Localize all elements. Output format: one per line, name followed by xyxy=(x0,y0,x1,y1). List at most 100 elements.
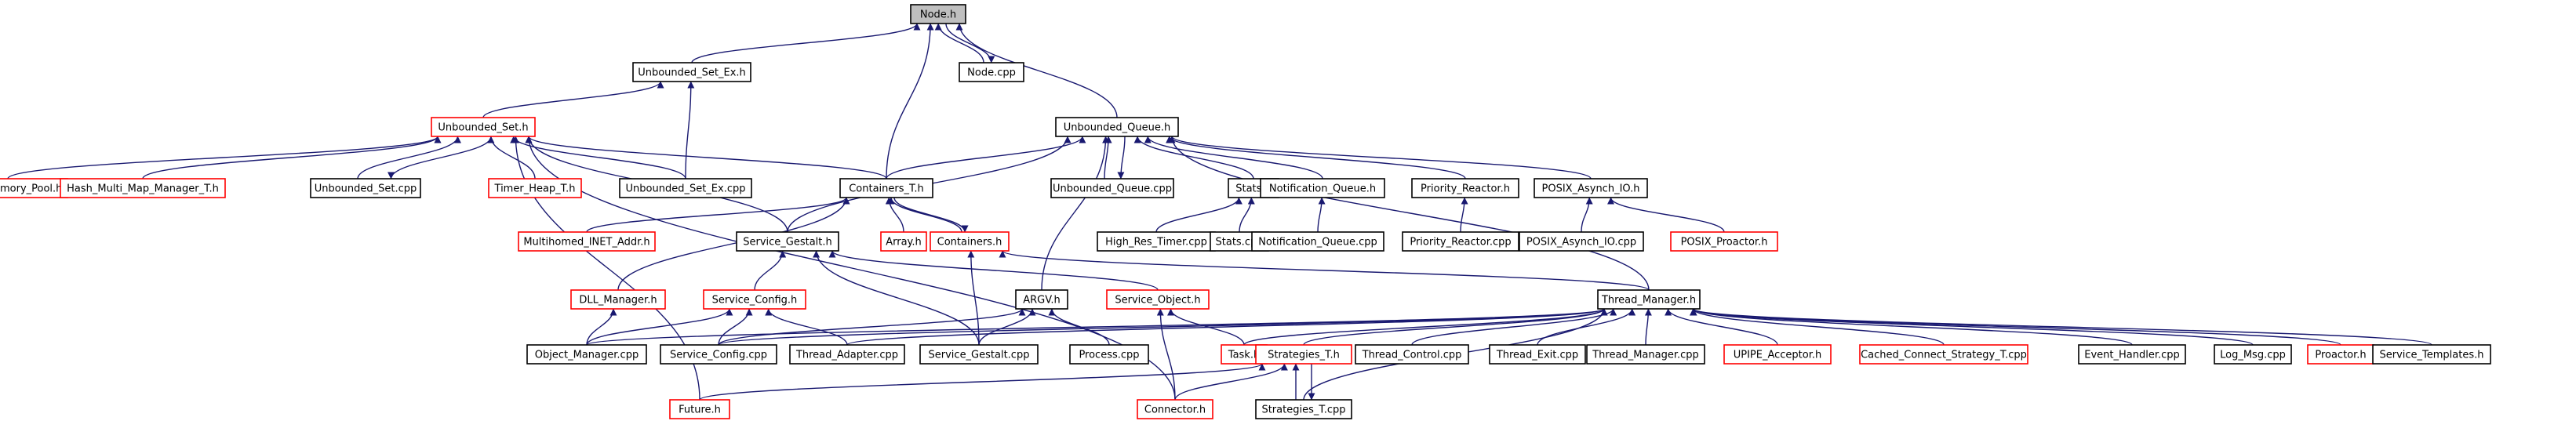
node-box xyxy=(1255,399,1352,419)
node-hash-multi-map-manager-t-h[interactable]: Hash_Multi_Map_Manager_T.h xyxy=(60,178,226,198)
node-box xyxy=(2307,344,2374,365)
node-service-object-h[interactable]: Service_Object.h xyxy=(1106,289,1210,310)
node-strategies-t-h[interactable]: Strategies_T.h xyxy=(1255,344,1352,365)
node-unbounded-queue-h[interactable]: Unbounded_Queue.h xyxy=(1055,117,1179,137)
edge-multihomed-inet-addr-h-to-containers-t-h xyxy=(586,197,850,233)
node-dll-manager-h[interactable]: DLL_Manager.h xyxy=(570,289,666,310)
node-label: Log_Msg.cpp xyxy=(2220,350,2286,361)
node-multihomed-inet-addr-h[interactable]: Multihomed_INET_Addr.h xyxy=(518,231,656,252)
node-label: Future.h xyxy=(679,405,721,416)
edge-stats-h-to-unbounded-queue-h xyxy=(1133,136,1254,180)
node-label: POSIX_Asynch_IO.h xyxy=(1542,183,1640,195)
node-label: Unbounded_Set.cpp xyxy=(315,183,417,195)
node-box xyxy=(619,178,752,198)
edge-containers-t-h-to-unbounded-set-h xyxy=(525,136,887,180)
edge-log-msg-cpp-to-thread-manager-h xyxy=(1690,308,2254,346)
node-box xyxy=(1534,178,1648,198)
node-thread-manager-cpp[interactable]: Thread_Manager.cpp xyxy=(1586,344,1705,365)
node-unbounded-set-cpp[interactable]: Unbounded_Set.cpp xyxy=(310,178,421,198)
node-label: Priority_Reactor.cpp xyxy=(1410,237,1511,249)
node-box xyxy=(1069,344,1149,365)
node-thread-exit-cpp[interactable]: Thread_Exit.cpp xyxy=(1489,344,1586,365)
edge-argv-h-to-unbounded-queue-h xyxy=(1041,136,1110,291)
node-box xyxy=(919,344,1039,365)
node-node-h[interactable]: Node.h xyxy=(910,4,966,24)
node-log-msg-cpp[interactable]: Log_Msg.cpp xyxy=(2214,344,2292,365)
node-posix-proactor-h[interactable]: POSIX_Proactor.h xyxy=(1670,231,1778,252)
node-notification-queue-cpp[interactable]: Notification_Queue.cpp xyxy=(1251,231,1384,252)
edge-unbounded-queue-h-to-unbounded-queue-cpp xyxy=(1117,136,1126,180)
node-timer-heap-t-h[interactable]: Timer_Heap_T.h xyxy=(488,178,582,198)
node-node-cpp[interactable]: Node.cpp xyxy=(959,62,1024,82)
node-label: Proactor.h xyxy=(2315,350,2366,361)
node-box xyxy=(1489,344,1586,365)
node-priority-reactor-h[interactable]: Priority_Reactor.h xyxy=(1411,178,1519,198)
node-label: POSIX_Asynch_IO.cpp xyxy=(1526,237,1636,249)
node-label: Priority_Reactor.h xyxy=(1421,183,1510,195)
edge-containers-t-h-to-containers-h xyxy=(893,197,969,233)
node-label: Unbounded_Set.h xyxy=(438,122,528,134)
node-containers-t-h[interactable]: Containers_T.h xyxy=(839,178,933,198)
node-posix-asynch-io-h[interactable]: POSIX_Asynch_IO.h xyxy=(1534,178,1648,198)
node-label: Strategies_T.h xyxy=(1268,350,1340,361)
node-service-config-h[interactable]: Service_Config.h xyxy=(703,289,806,310)
edge-unbounded-set-ex-cpp-to-unbounded-set-h xyxy=(510,136,686,180)
edge-notification-queue-cpp-to-notification-queue-h xyxy=(1317,197,1326,233)
edge-array-h-to-containers-t-h xyxy=(885,197,904,233)
edge-service-gestalt-cpp-to-service-gestalt-h xyxy=(813,250,980,346)
edge-strategies-t-h-to-thread-manager-h xyxy=(1303,308,1608,346)
node-label: Unbounded_Set_Ex.cpp xyxy=(626,183,746,195)
node-proactor-h[interactable]: Proactor.h xyxy=(2307,344,2374,365)
edge-unbounded-set-cpp-to-unbounded-set-h xyxy=(357,136,461,180)
edge-future-h-to-strategies-t-h xyxy=(699,363,1266,401)
node-notification-queue-h[interactable]: Notification_Queue.h xyxy=(1260,178,1385,198)
node-label: Object_Manager.cpp xyxy=(535,350,639,361)
edge-timer-heap-t-h-to-unbounded-set-h xyxy=(487,136,536,180)
edge-dll-manager-h-to-containers-t-h xyxy=(617,197,850,291)
edge-node-cpp-to-node-h xyxy=(934,23,984,63)
node-future-h[interactable]: Future.h xyxy=(669,399,730,419)
node-upipe-acceptor-h[interactable]: UPIPE_Acceptor.h xyxy=(1723,344,1832,365)
node-label: Unbounded_Queue.h xyxy=(1064,122,1171,134)
node-containers-h[interactable]: Containers.h xyxy=(930,231,1010,252)
edge-object-manager-cpp-to-service-config-h xyxy=(586,308,733,346)
node-service-templates-h[interactable]: Service_Templates.h xyxy=(2372,344,2491,365)
node-label: Thread_Manager.cpp xyxy=(1592,350,1699,361)
node-box xyxy=(930,231,1010,252)
edge-high-res-timer-cpp-to-stats-h xyxy=(1155,197,1243,233)
node-service-gestalt-cpp[interactable]: Service_Gestalt.cpp xyxy=(919,344,1039,365)
node-label: Thread_Control.cpp xyxy=(1362,350,1462,361)
node-object-manager-cpp[interactable]: Object_Manager.cpp xyxy=(526,344,647,365)
edge-containers-h-to-containers-t-h xyxy=(887,197,962,233)
node-array-h[interactable]: Array.h xyxy=(880,231,927,252)
node-service-gestalt-h[interactable]: Service_Gestalt.h xyxy=(736,231,839,252)
node-box xyxy=(789,344,905,365)
node-unbounded-set-ex-cpp[interactable]: Unbounded_Set_Ex.cpp xyxy=(619,178,752,198)
node-argv-h[interactable]: ARGV.h xyxy=(1015,289,1068,310)
node-box xyxy=(1586,344,1705,365)
node-connector-h[interactable]: Connector.h xyxy=(1137,399,1213,419)
node-label: Service_Gestalt.cpp xyxy=(929,350,1030,361)
node-box xyxy=(518,231,656,252)
node-unbounded-queue-cpp[interactable]: Unbounded_Queue.cpp xyxy=(1050,178,1174,198)
edge-thread-manager-cpp-to-thread-manager-h xyxy=(1644,308,1652,346)
node-event-handler-cpp[interactable]: Event_Handler.cpp xyxy=(2078,344,2186,365)
node-thread-manager-h[interactable]: Thread_Manager.h xyxy=(1597,289,1701,310)
node-cached-connect-strategy-t-cpp[interactable]: Cached_Connect_Strategy_T.cpp xyxy=(1859,344,2028,365)
node-unbounded-set-h[interactable]: Unbounded_Set.h xyxy=(431,117,536,137)
node-thread-adapter-cpp[interactable]: Thread_Adapter.cpp xyxy=(789,344,905,365)
node-service-config-cpp[interactable]: Service_Config.cpp xyxy=(660,344,777,365)
node-label: Local_Memory_Pool.h xyxy=(0,183,62,195)
node-process-cpp[interactable]: Process.cpp xyxy=(1069,344,1149,365)
node-box xyxy=(669,399,730,419)
node-thread-control-cpp[interactable]: Thread_Control.cpp xyxy=(1355,344,1469,365)
node-local-memory-pool-h[interactable]: Local_Memory_Pool.h xyxy=(0,178,68,198)
node-strategies-t-cpp[interactable]: Strategies_T.cpp xyxy=(1255,399,1352,419)
edge-service-gestalt-cpp-to-argv-h xyxy=(978,308,1036,346)
node-posix-asynch-io-cpp[interactable]: POSIX_Asynch_IO.cpp xyxy=(1519,231,1644,252)
node-unbounded-set-ex-h[interactable]: Unbounded_Set_Ex.h xyxy=(632,62,751,82)
edge-service-gestalt-cpp-to-containers-h xyxy=(967,250,980,346)
node-high-res-timer-cpp[interactable]: High_Res_Timer.cpp xyxy=(1097,231,1216,252)
node-label: Service_Gestalt.h xyxy=(743,237,832,249)
node-priority-reactor-cpp[interactable]: Priority_Reactor.cpp xyxy=(1402,231,1519,252)
